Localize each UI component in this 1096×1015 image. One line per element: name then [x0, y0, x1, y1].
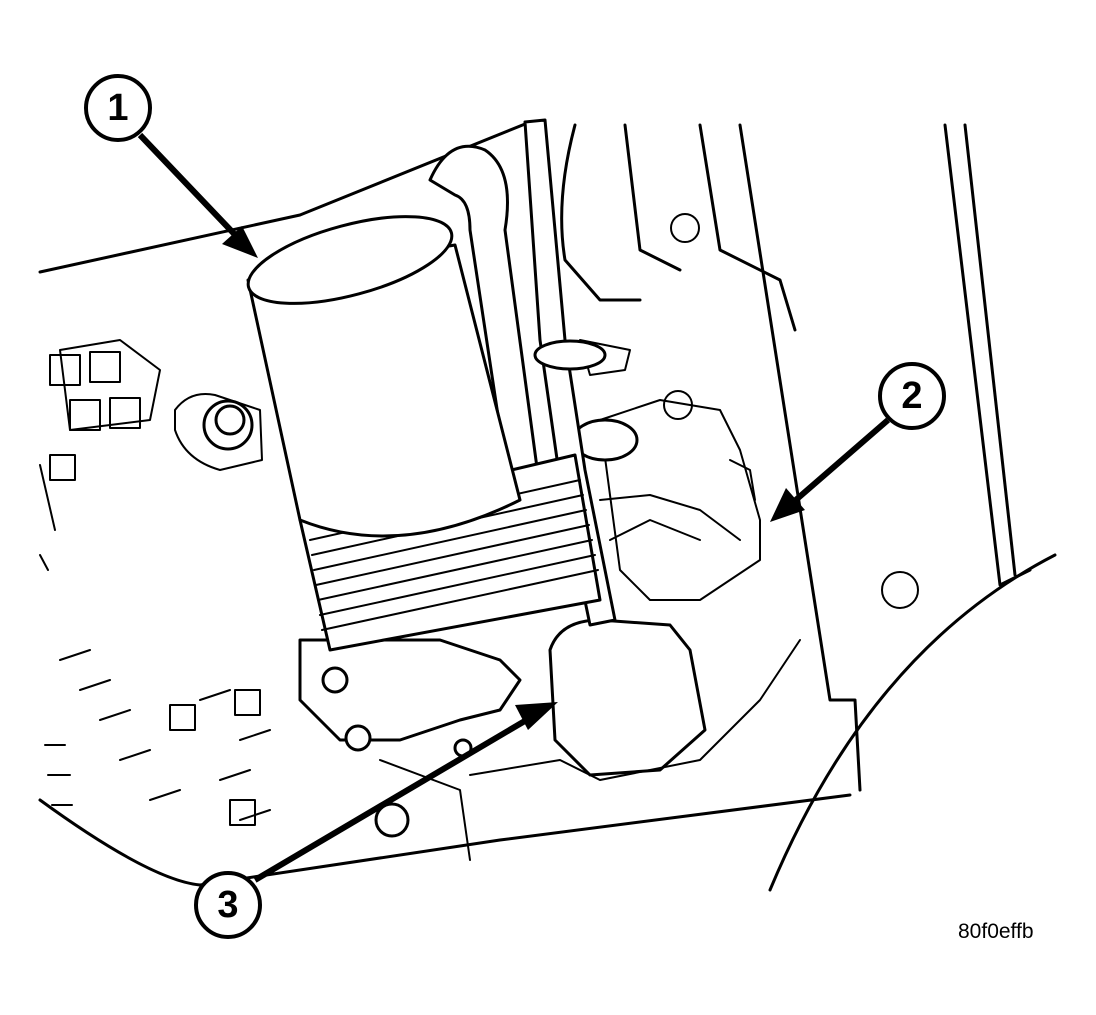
engine-block	[38, 120, 1057, 892]
oil-filter-adapter	[298, 618, 801, 861]
callout-1: 1	[84, 74, 152, 142]
oil-filter	[246, 215, 602, 652]
engine-mount-bracket	[571, 339, 761, 601]
callout-number: 1	[107, 87, 128, 129]
callout-2: 2	[878, 362, 946, 430]
arrowhead-1	[222, 226, 258, 258]
figure-id: 80f0effb	[958, 920, 1034, 943]
coolant-tubes	[428, 118, 617, 627]
callout-circle	[194, 871, 262, 939]
callout-circle	[84, 74, 152, 142]
callout-number: 2	[901, 375, 922, 417]
callout-3: 3	[194, 871, 262, 939]
callout-number: 3	[217, 884, 238, 926]
callout-circle	[878, 362, 946, 430]
leader-line-1	[137, 132, 243, 243]
arrowhead-3	[515, 702, 558, 730]
leader-line-3	[253, 712, 537, 883]
leader-line-2	[788, 417, 890, 508]
bracket-bolt	[174, 393, 263, 471]
callout-leaders	[137, 132, 890, 883]
arrowhead-2	[770, 488, 805, 522]
